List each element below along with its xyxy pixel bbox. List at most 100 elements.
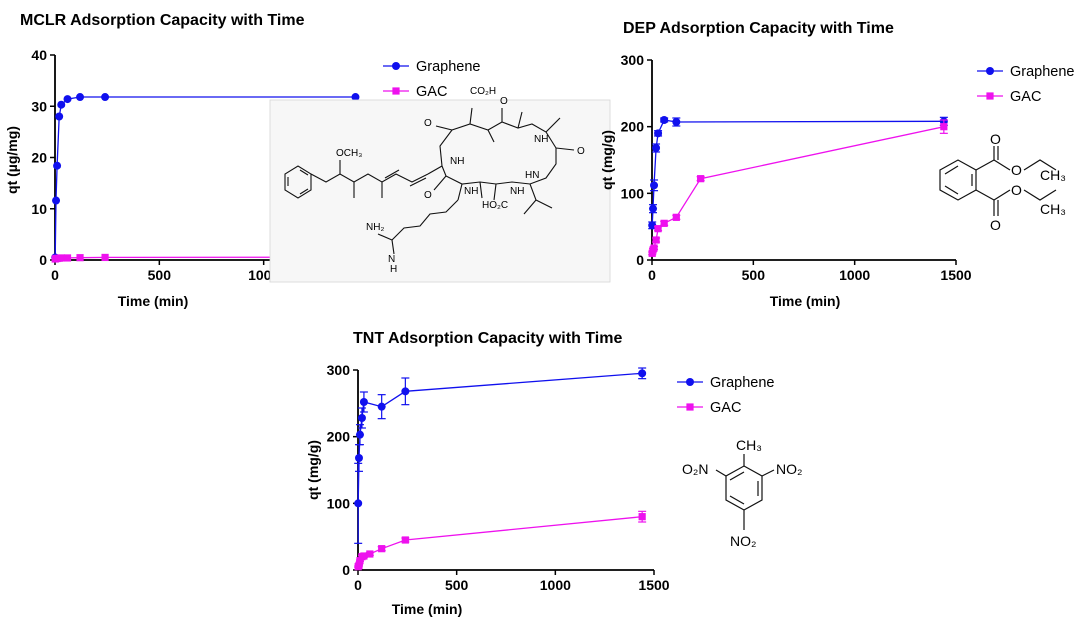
mclr-label-ho2c: HO₂C	[482, 200, 508, 211]
dep-label-o-1: O	[990, 131, 1001, 147]
legend-label: GAC	[1010, 89, 1041, 105]
data-point	[660, 116, 669, 124]
panel-mclr: MCLR Adsorption Capacity with Time Time …	[4, 12, 611, 309]
data-point	[52, 196, 61, 205]
data-point	[649, 204, 658, 213]
chart-title: DEP Adsorption Capacity with Time	[623, 20, 894, 37]
series-line-gac	[357, 516, 643, 568]
legend-label: GAC	[416, 84, 447, 100]
data-point	[53, 161, 62, 170]
mclr-label-och3: OCH₃	[336, 148, 362, 159]
data-point	[660, 219, 668, 227]
tnt-label-ch3: CH₃	[736, 437, 762, 453]
data-point	[652, 144, 661, 152]
data-point	[401, 387, 410, 396]
dep-label-ch3-2: CH₃	[1040, 201, 1066, 217]
chart-title: MCLR Adsorption Capacity with Time	[20, 12, 305, 29]
y-tick-label: 300	[621, 52, 645, 68]
data-point	[57, 254, 65, 262]
legend-label: Graphene	[1010, 64, 1075, 80]
y-tick-label: 20	[31, 150, 47, 166]
data-point	[354, 499, 363, 508]
legend-label: Graphene	[416, 59, 481, 75]
tnt-structure-image: CH₃ O₂N NO₂ NO₂	[682, 437, 802, 549]
data-point	[654, 129, 663, 138]
x-tick-label: 0	[354, 577, 362, 593]
data-point	[55, 112, 64, 121]
x-tick-label: 500	[445, 577, 469, 593]
data-point	[650, 181, 659, 190]
y-axis-label: qt (µg/mg)	[4, 126, 20, 194]
tnt-label-o2n: O₂N	[682, 461, 708, 477]
data-point	[638, 513, 646, 521]
data-point	[351, 93, 360, 102]
data-point	[652, 236, 660, 244]
data-point	[377, 402, 386, 411]
mclr-label-o-4: O	[424, 190, 432, 201]
x-axis-label: Time (min)	[118, 293, 189, 309]
mclr-label-hn: HN	[525, 170, 539, 181]
y-tick-label: 10	[31, 201, 47, 217]
y-tick-label: 200	[327, 429, 351, 445]
x-tick-label: 1000	[540, 577, 571, 593]
y-axis-label: qt (mg/g)	[599, 130, 615, 190]
dep-label-o-3: O	[1011, 182, 1022, 198]
dep-label-o-4: O	[990, 217, 1001, 233]
data-point	[356, 557, 364, 565]
data-point	[354, 454, 363, 462]
legend-marker	[686, 378, 694, 386]
data-point	[63, 254, 72, 262]
tnt-label-no2-2: NO₂	[730, 533, 756, 549]
mclr-label-nh-2: NH	[450, 156, 464, 167]
data-point	[360, 552, 368, 560]
mclr-label-co2h: CO₂H	[470, 86, 496, 97]
data-point	[101, 253, 109, 262]
x-axis-label: Time (min)	[770, 293, 841, 309]
series-line-graphene	[357, 372, 643, 504]
data-point	[648, 221, 657, 230]
mclr-label-h: H	[390, 264, 397, 275]
data-point	[672, 213, 680, 221]
mclr-label-o-2: O	[500, 96, 508, 107]
chart-title: TNT Adsorption Capacity with Time	[353, 330, 622, 347]
x-tick-label: 1000	[839, 267, 870, 283]
mclr-label-n: N	[388, 254, 395, 265]
legend-label: GAC	[710, 400, 741, 416]
data-point	[57, 100, 66, 109]
data-point	[654, 225, 662, 233]
data-point	[355, 561, 363, 569]
legend-marker	[986, 67, 994, 75]
y-tick-label: 100	[327, 495, 351, 511]
data-point	[378, 545, 386, 553]
y-tick-label: 0	[636, 252, 644, 268]
y-tick-label: 30	[31, 98, 47, 114]
y-axis-label: qt (mg/g)	[305, 440, 321, 500]
mclr-label-o-3: O	[577, 146, 585, 157]
legend-marker	[986, 92, 994, 100]
x-tick-label: 1500	[940, 267, 971, 283]
y-tick-label: 0	[342, 562, 350, 578]
panel-tnt: TNT Adsorption Capacity with Time Time (…	[305, 330, 802, 617]
y-tick-label: 200	[621, 119, 645, 135]
data-point	[672, 118, 681, 126]
mclr-label-nh-4: NH	[464, 186, 478, 197]
data-point	[76, 93, 85, 102]
panel-dep: DEP Adsorption Capacity with Time Time (…	[599, 20, 1075, 309]
series-line-gac	[651, 126, 944, 254]
y-tick-label: 0	[39, 252, 47, 268]
data-point	[638, 369, 647, 378]
data-point	[355, 430, 364, 439]
legend-marker	[686, 403, 694, 411]
mclr-label-nh-3: NH	[510, 186, 524, 197]
data-point	[697, 175, 705, 183]
y-tick-label: 300	[327, 362, 351, 378]
x-tick-label: 500	[148, 267, 172, 283]
x-tick-label: 1500	[638, 577, 669, 593]
legend-marker	[392, 87, 400, 95]
y-tick-label: 40	[31, 47, 47, 63]
tnt-label-no2-1: NO₂	[776, 461, 802, 477]
data-point	[940, 123, 948, 131]
